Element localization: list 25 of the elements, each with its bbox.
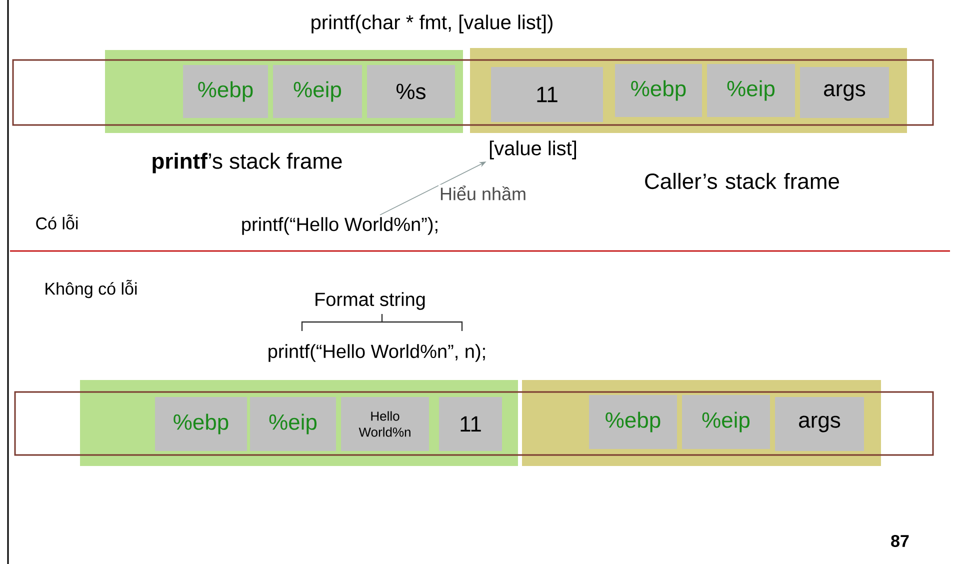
stack-cell: Hello World%n	[341, 397, 429, 451]
stack-cell: %ebp	[589, 395, 677, 449]
stack-frame-label: printf’s stack frame	[152, 152, 342, 174]
page-number: 87	[891, 534, 909, 548]
stack-cell: %ebp	[183, 65, 268, 118]
stack-cell: args	[800, 67, 889, 118]
section-label: Có lỗi	[36, 214, 78, 230]
edge-label: Hiểu nhầm	[438, 184, 528, 202]
stack-frame-label: Caller’s stack frame	[645, 172, 839, 190]
stack-cell: %s	[367, 65, 455, 118]
stack-cell: %eip	[707, 64, 795, 117]
section-label: Không có lỗi	[46, 280, 137, 298]
stack-cell: %eip	[250, 397, 336, 451]
stack-cell: 11	[491, 67, 603, 122]
code-text: printf(“Hello World%n”);	[242, 217, 438, 235]
stack-cell: %eip	[682, 395, 770, 449]
stack-cell: %eip	[273, 65, 362, 118]
code-text: printf(“Hello World%n”, n);	[268, 344, 485, 362]
stack-cell: 11	[439, 397, 502, 451]
title: printf(char * fmt, [value list])	[312, 14, 552, 34]
stack-cell: %ebp	[615, 64, 702, 117]
stack-cell: %ebp	[155, 397, 247, 451]
stack-cell: args	[775, 397, 864, 451]
annotation-text: [value list]	[490, 140, 576, 160]
bracket-label: Format string	[316, 292, 425, 310]
